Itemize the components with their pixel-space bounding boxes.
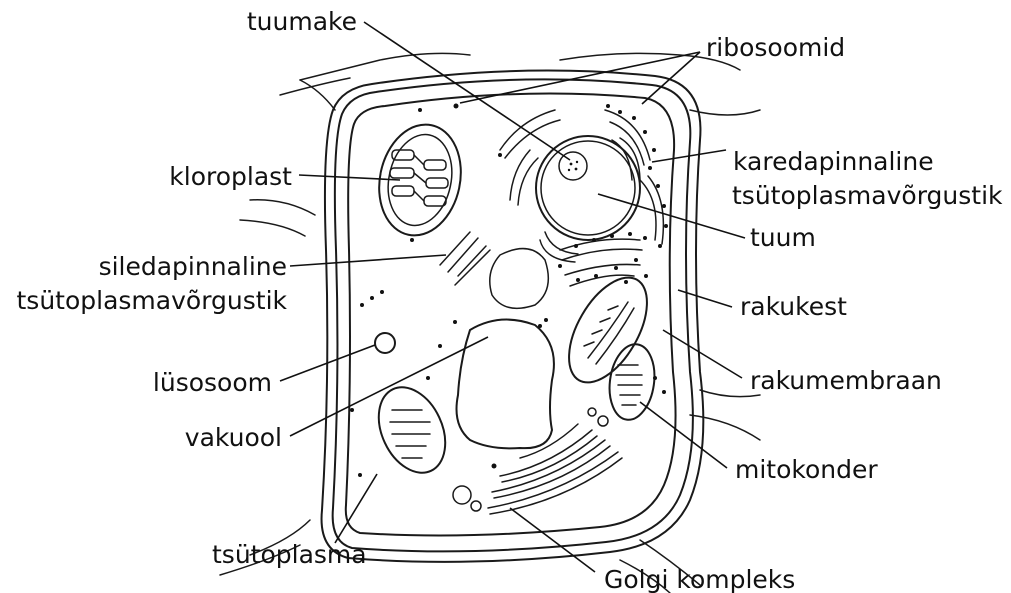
mitochondrion-right-upper: [553, 265, 663, 395]
golgi-complex: [488, 408, 622, 514]
label-karedapinnaline-2: tsütoplasmavõrgustik: [732, 181, 1003, 210]
label-tuum: tuum: [750, 223, 816, 252]
rough-er: [558, 104, 668, 286]
label-siledapinnaline: siledapinnaline: [99, 252, 287, 281]
neighbour-cell-walls: [220, 53, 760, 593]
label-kloroplast: kloroplast: [169, 162, 292, 191]
label-vakuool: vakuool: [185, 423, 282, 452]
label-mitokonder: mitokonder: [735, 455, 878, 484]
label-rakumembraan: rakumembraan: [750, 366, 942, 395]
vacuole: [457, 320, 554, 449]
label-siledapinnaline-2: tsütoplasmavõrgustik: [17, 286, 288, 315]
mitochondrion-left: [366, 377, 458, 484]
label-tuumake: tuumake: [247, 7, 357, 36]
label-lusosoom: lüsosoom: [153, 368, 272, 397]
label-karedapinnaline: karedapinnaline: [733, 147, 934, 176]
smooth-er: [440, 110, 578, 285]
vesicle: [453, 486, 471, 504]
label-tsutoplasma: tsütoplasma: [212, 540, 367, 569]
lysosome: [375, 333, 395, 353]
label-rakukest: rakukest: [740, 292, 847, 321]
vesicle: [471, 501, 481, 511]
label-ribosoomid: ribosoomid: [706, 33, 845, 62]
label-golgi-kompleks: Golgi kompleks: [604, 565, 795, 593]
vesicle-blob: [490, 249, 549, 309]
